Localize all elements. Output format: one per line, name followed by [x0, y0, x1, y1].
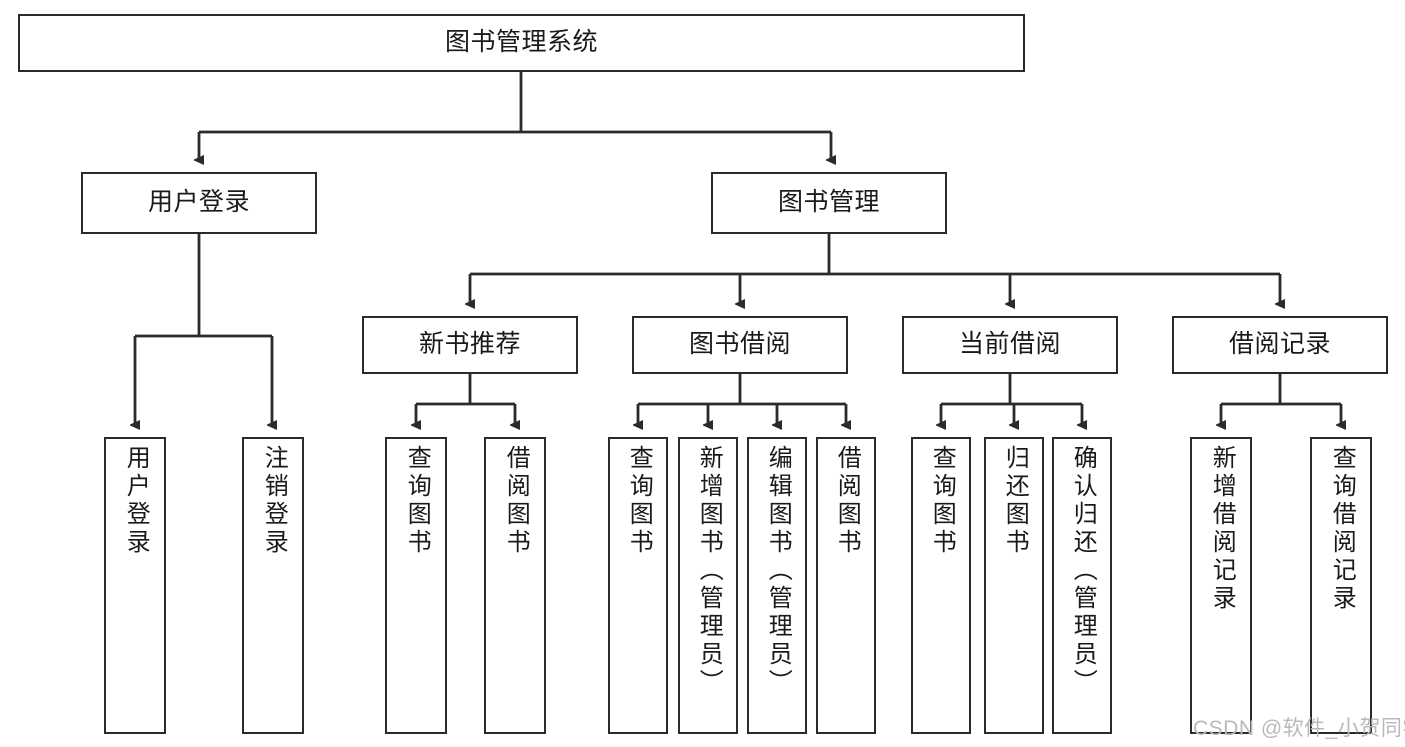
node-root[interactable]: 图书管理系统 [18, 14, 1025, 72]
node-leaf-add-book[interactable]: 新增图书（管理员） [678, 437, 738, 734]
node-current-borrow-label: 当前借阅 [958, 330, 1061, 359]
node-leaf-add-book-label: 新增图书（管理员） [695, 445, 723, 697]
node-leaf-query-book-2[interactable]: 查询图书 [608, 437, 668, 734]
node-leaf-edit-book-label: 编辑图书（管理员） [764, 445, 792, 697]
node-root-label: 图书管理系统 [444, 28, 598, 57]
node-book-manage[interactable]: 图书管理 [711, 172, 947, 234]
node-current-borrow[interactable]: 当前借阅 [902, 316, 1118, 374]
node-leaf-borrow-book-2[interactable]: 借阅图书 [816, 437, 876, 734]
node-leaf-query-book-2-label: 查询图书 [625, 445, 653, 557]
node-leaf-user-login-label: 用户登录 [122, 445, 150, 557]
node-book-manage-label: 图书管理 [777, 188, 880, 217]
node-leaf-query-book-1[interactable]: 查询图书 [385, 437, 447, 734]
node-user-login[interactable]: 用户登录 [81, 172, 317, 234]
node-book-borrow[interactable]: 图书借阅 [632, 316, 848, 374]
node-leaf-edit-book[interactable]: 编辑图书（管理员） [747, 437, 807, 734]
node-leaf-return-book-label: 归还图书 [1001, 445, 1029, 557]
node-leaf-query-record-label: 查询借阅记录 [1328, 445, 1356, 613]
node-leaf-add-record-label: 新增借阅记录 [1208, 445, 1236, 613]
node-leaf-return-book[interactable]: 归还图书 [984, 437, 1044, 734]
node-new-book-recommend[interactable]: 新书推荐 [362, 316, 578, 374]
node-leaf-confirm-return-label: 确认归还（管理员） [1069, 445, 1097, 697]
node-user-login-label: 用户登录 [147, 188, 250, 217]
node-book-borrow-label: 图书借阅 [688, 330, 791, 359]
node-leaf-query-book-1-label: 查询图书 [403, 445, 431, 557]
node-leaf-borrow-book-1-label: 借阅图书 [502, 445, 530, 557]
node-leaf-query-book-3-label: 查询图书 [928, 445, 956, 557]
node-leaf-query-record[interactable]: 查询借阅记录 [1310, 437, 1372, 734]
node-new-book-recommend-label: 新书推荐 [418, 330, 521, 359]
node-leaf-query-book-3[interactable]: 查询图书 [911, 437, 971, 734]
node-leaf-logout-label: 注销登录 [260, 445, 288, 557]
node-leaf-borrow-book-2-label: 借阅图书 [833, 445, 861, 557]
node-leaf-user-login[interactable]: 用户登录 [104, 437, 166, 734]
node-leaf-add-record[interactable]: 新增借阅记录 [1190, 437, 1252, 734]
node-leaf-confirm-return[interactable]: 确认归还（管理员） [1052, 437, 1112, 734]
node-leaf-logout[interactable]: 注销登录 [242, 437, 304, 734]
node-leaf-borrow-book-1[interactable]: 借阅图书 [484, 437, 546, 734]
node-borrow-record[interactable]: 借阅记录 [1172, 316, 1388, 374]
node-borrow-record-label: 借阅记录 [1228, 330, 1331, 359]
